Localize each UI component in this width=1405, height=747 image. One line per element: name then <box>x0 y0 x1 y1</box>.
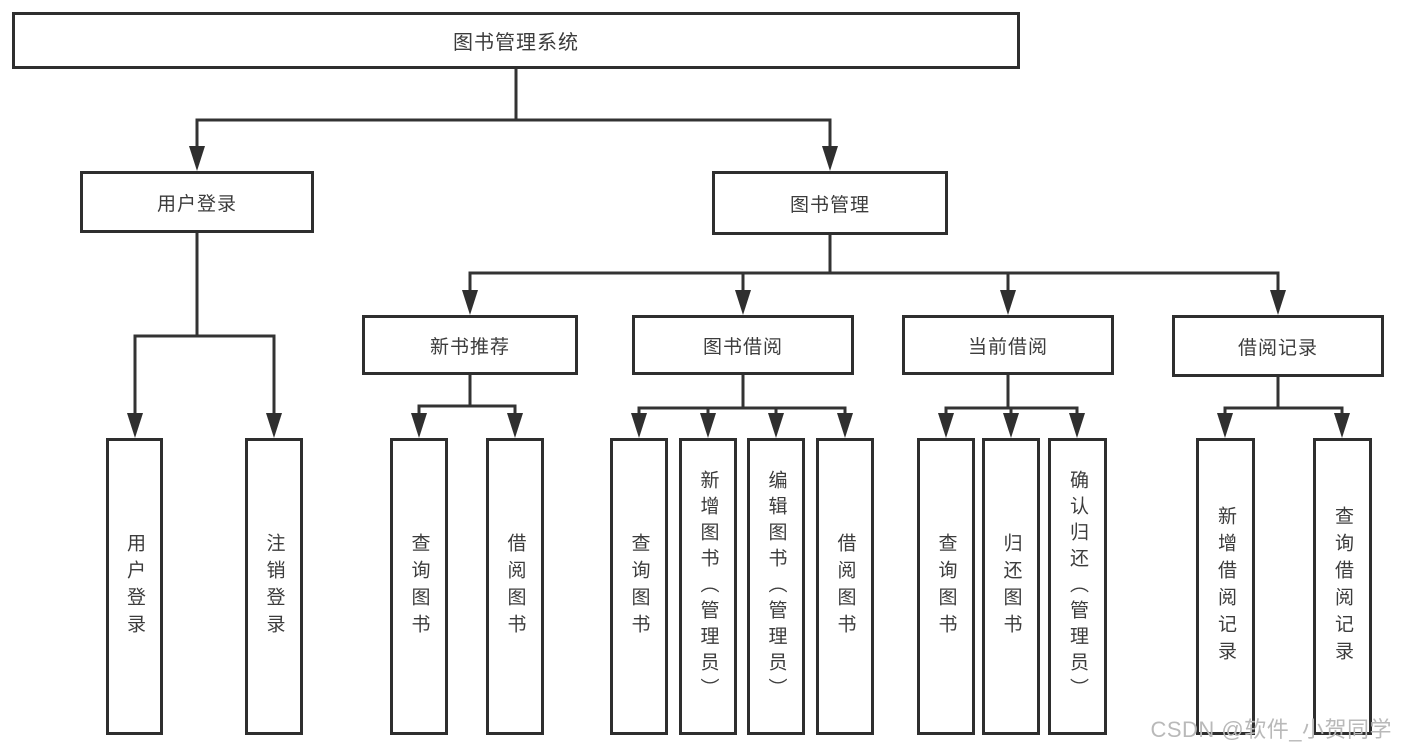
connector-user-login-branch <box>127 233 282 438</box>
node-user-login: 用户登录 <box>80 171 314 233</box>
connector-new-book-branch <box>411 375 523 438</box>
node-label: 借阅图书 <box>834 532 856 641</box>
node-label: 查询图书 <box>935 532 957 641</box>
node-book-management: 图书管理 <box>712 171 948 235</box>
leaf-query-borrow-record: 查询借阅记录 <box>1313 438 1372 735</box>
node-root-library-system: 图书管理系统 <box>12 12 1020 69</box>
node-label: 图书借阅 <box>702 336 783 358</box>
node-label: 借阅记录 <box>1237 337 1318 359</box>
node-label: 用户登录 <box>156 193 237 215</box>
connector-borrow-records-branch <box>1217 377 1350 438</box>
node-label: 注销登录 <box>263 532 285 641</box>
node-current-borrow: 当前借阅 <box>902 315 1114 375</box>
node-label: 借阅图书 <box>504 532 526 641</box>
leaf-query-books-2: 查询图书 <box>610 438 668 735</box>
node-label: 查询图书 <box>408 532 430 641</box>
node-label: 编辑图书（管理员） <box>765 469 787 704</box>
node-label: 查询图书 <box>628 532 650 641</box>
node-label: 用户登录 <box>124 532 145 641</box>
leaf-add-books-admin: 新增图书（管理员） <box>679 438 737 735</box>
leaf-query-books-1: 查询图书 <box>390 438 448 735</box>
csdn-watermark: CSDN @软件_小贺同学 <box>1150 717 1392 742</box>
node-new-book-recommend: 新书推荐 <box>362 315 578 375</box>
leaf-edit-books-admin: 编辑图书（管理员） <box>747 438 805 735</box>
node-borrow-records: 借阅记录 <box>1172 315 1384 377</box>
leaf-borrow-books-1: 借阅图书 <box>486 438 544 735</box>
node-book-borrow: 图书借阅 <box>632 315 854 375</box>
connector-book-borrow-branch <box>631 375 853 438</box>
leaf-logout: 注销登录 <box>245 438 303 735</box>
node-label: 查询借阅记录 <box>1332 505 1353 668</box>
leaf-add-borrow-record: 新增借阅记录 <box>1196 438 1255 735</box>
node-label: 图书管理系统 <box>453 32 579 54</box>
node-label: 确认归还（管理员） <box>1067 469 1088 704</box>
leaf-user-login: 用户登录 <box>106 438 163 735</box>
leaf-return-books: 归还图书 <box>982 438 1040 735</box>
leaf-query-books-3: 查询图书 <box>917 438 975 735</box>
connector-book-mgmt-branch <box>462 235 1286 315</box>
leaf-borrow-books-2: 借阅图书 <box>816 438 874 735</box>
connector-current-borrow-branch <box>938 375 1085 438</box>
node-label: 新增图书（管理员） <box>697 469 719 704</box>
node-label: 新增借阅记录 <box>1215 505 1236 668</box>
node-label: 新书推荐 <box>429 336 510 358</box>
node-label: 当前借阅 <box>967 336 1048 358</box>
leaf-confirm-return-admin: 确认归还（管理员） <box>1048 438 1107 735</box>
node-label: 图书管理 <box>789 194 870 216</box>
node-label: 归还图书 <box>1000 532 1022 641</box>
connector-root-to-level2 <box>189 68 838 171</box>
